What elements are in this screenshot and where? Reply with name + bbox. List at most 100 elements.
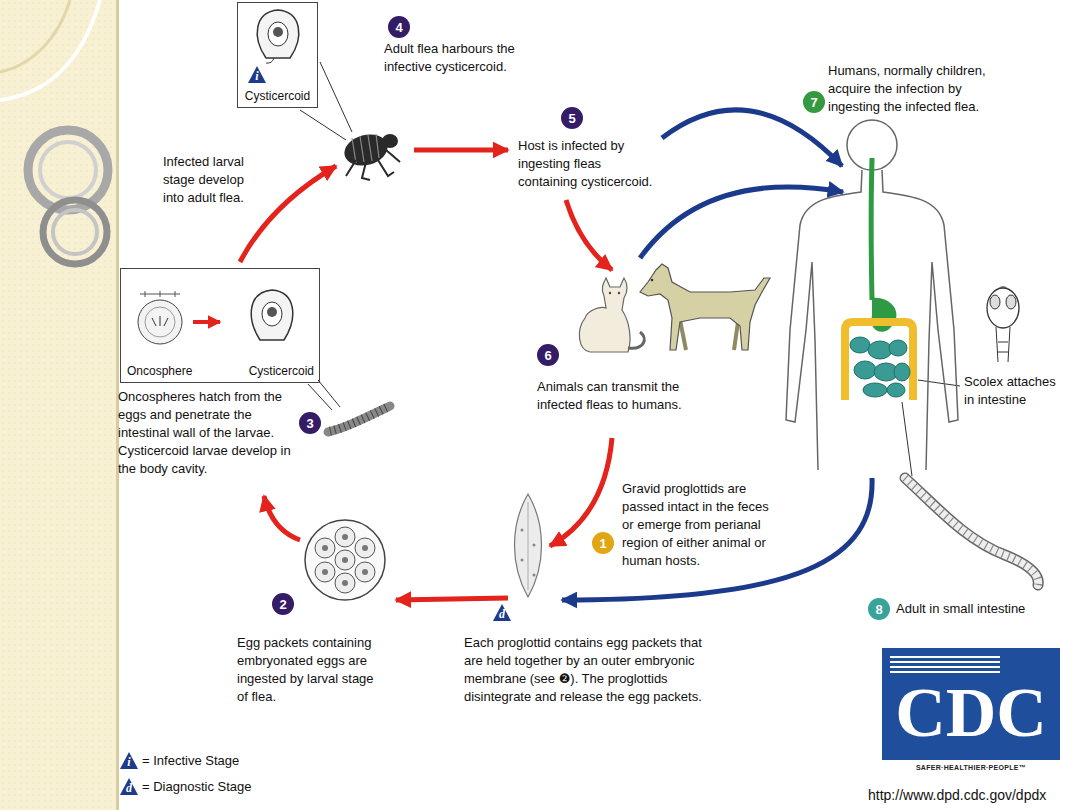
step-note: Humans, normally children, acquire the i… [828, 62, 1010, 116]
scolex-drawing [1006, 295, 1016, 309]
infective-stage-marker: i [120, 752, 138, 769]
flea-drawing [341, 130, 400, 180]
human-figure [871, 298, 896, 332]
proglottid-drawing [521, 529, 524, 532]
slide-side-bar [53, 210, 97, 254]
egg-packet-drawing [335, 527, 355, 547]
label-holder: Gravid proglottids are passed intact in … [622, 480, 777, 570]
leader-line [300, 62, 960, 476]
cat-drawing [618, 292, 620, 294]
egg-packet-drawing [315, 538, 335, 558]
cat-drawing [579, 278, 630, 352]
callout-number: 6 [544, 349, 551, 362]
callout-number: 1 [599, 537, 606, 550]
legend-entry: = Infective Stage [142, 751, 239, 770]
egg-packet-drawing [322, 569, 328, 575]
label-holder: Egg packets containing embryonated eggs … [237, 634, 377, 706]
callout-circle [803, 91, 825, 113]
box-caption: Cysticercoid [245, 89, 310, 104]
callout-number: 5 [568, 112, 575, 125]
adult-worm-drawing [905, 478, 1038, 585]
human-figure [850, 337, 910, 397]
cysticercoid-drawing [257, 10, 298, 63]
callout-circle [299, 412, 321, 434]
stage-triangle [120, 752, 138, 769]
label-holder: Animals can transmit the infected fleas … [537, 378, 702, 414]
callout-circle [388, 16, 410, 38]
step-note: Each proglottid contains egg packets tha… [464, 634, 714, 706]
egg-packet-drawing [335, 573, 355, 593]
label-holder: Oncospheres hatch from the eggs and pene… [118, 388, 300, 478]
flea-larva-drawing [330, 407, 388, 431]
human-figure [889, 340, 907, 356]
flea-larva-drawing [328, 406, 390, 432]
label-holder: Adult flea harbours the infective cystic… [384, 40, 554, 76]
stage-letter: d [126, 782, 132, 794]
label-holder: Scolex attaches in intestine [964, 373, 1064, 409]
step-note: Gravid proglottids are passed intact in … [622, 480, 777, 570]
egg-packet-drawing [342, 580, 348, 586]
leader-line [320, 62, 352, 132]
scolex-drawing [987, 286, 1019, 362]
egg-packet-drawing [362, 569, 368, 575]
callout-number: 3 [299, 412, 321, 434]
logo-stripe [890, 661, 1000, 663]
leader-line [300, 110, 346, 140]
box-caption: Cysticercoid [249, 364, 314, 379]
oncosphere-drawing [145, 307, 175, 337]
cycle-arrow [414, 148, 508, 153]
flea-larva-drawing [328, 406, 390, 432]
legend-entry: = Diagnostic Stage [142, 777, 251, 796]
human-figure [786, 120, 958, 470]
flea-drawing [352, 134, 379, 163]
stage-triangle [120, 778, 138, 795]
oncosphere-drawing [193, 320, 220, 324]
stage-letter: d [499, 608, 505, 620]
label-holder: Adult in small intestine [896, 600, 1066, 618]
logo-stripe [890, 671, 1000, 673]
egg-packet-drawing [315, 527, 375, 593]
logo-panel [882, 648, 1060, 760]
egg-packet-drawing [315, 562, 335, 582]
step-note: Infected larval stage develop into adult… [163, 153, 268, 207]
proglottid-drawing [533, 574, 536, 577]
cysticercoid-drawing [268, 22, 288, 46]
oncosphere-drawing [140, 291, 180, 297]
slide-side-bar [0, 0, 119, 810]
callout-number: 7 [810, 96, 817, 109]
step-note: Animals can transmit the infected fleas … [537, 378, 702, 414]
stage-letter: i [127, 756, 130, 768]
egg-packet-drawing [335, 550, 355, 570]
leader-line [308, 384, 332, 410]
callout-circle [868, 598, 890, 620]
cycle-arrow [396, 598, 508, 600]
logo-stripe [890, 656, 1000, 658]
egg-packet-drawing [305, 520, 385, 600]
infective-stage-marker: i [248, 66, 266, 83]
cycle-arrow [550, 438, 612, 546]
callout-circle [537, 344, 559, 366]
human-figure [850, 337, 870, 353]
scolex-drawing [990, 295, 1000, 309]
proglottid-drawing [533, 544, 536, 547]
oncosphere-drawing [138, 290, 293, 344]
callout-number: 6 [537, 344, 559, 366]
stage-letter: i [255, 70, 258, 82]
oncosphere-drawing [267, 307, 277, 317]
box-caption: Oncosphere [127, 364, 192, 379]
callout-circle [272, 593, 294, 615]
cysticercoid-drawing [273, 27, 283, 37]
image-box: Cysticercoid i [237, 2, 318, 108]
logo-text: CDC [895, 678, 1047, 748]
proglottid-drawing [521, 559, 524, 562]
oncosphere-drawing [251, 290, 292, 340]
cat-drawing [579, 278, 644, 352]
callout-number: 5 [561, 107, 583, 129]
step-note: Host is infected by ingesting fleas cont… [518, 137, 658, 191]
label-holder: Humans, normally children, acquire the i… [828, 62, 1010, 116]
label-holder: Infected larval stage develop into adult… [163, 153, 268, 207]
egg-packet-drawing [322, 534, 368, 586]
step-note: Oncospheres hatch from the eggs and pene… [118, 388, 300, 478]
egg-packet-drawing [342, 557, 348, 563]
